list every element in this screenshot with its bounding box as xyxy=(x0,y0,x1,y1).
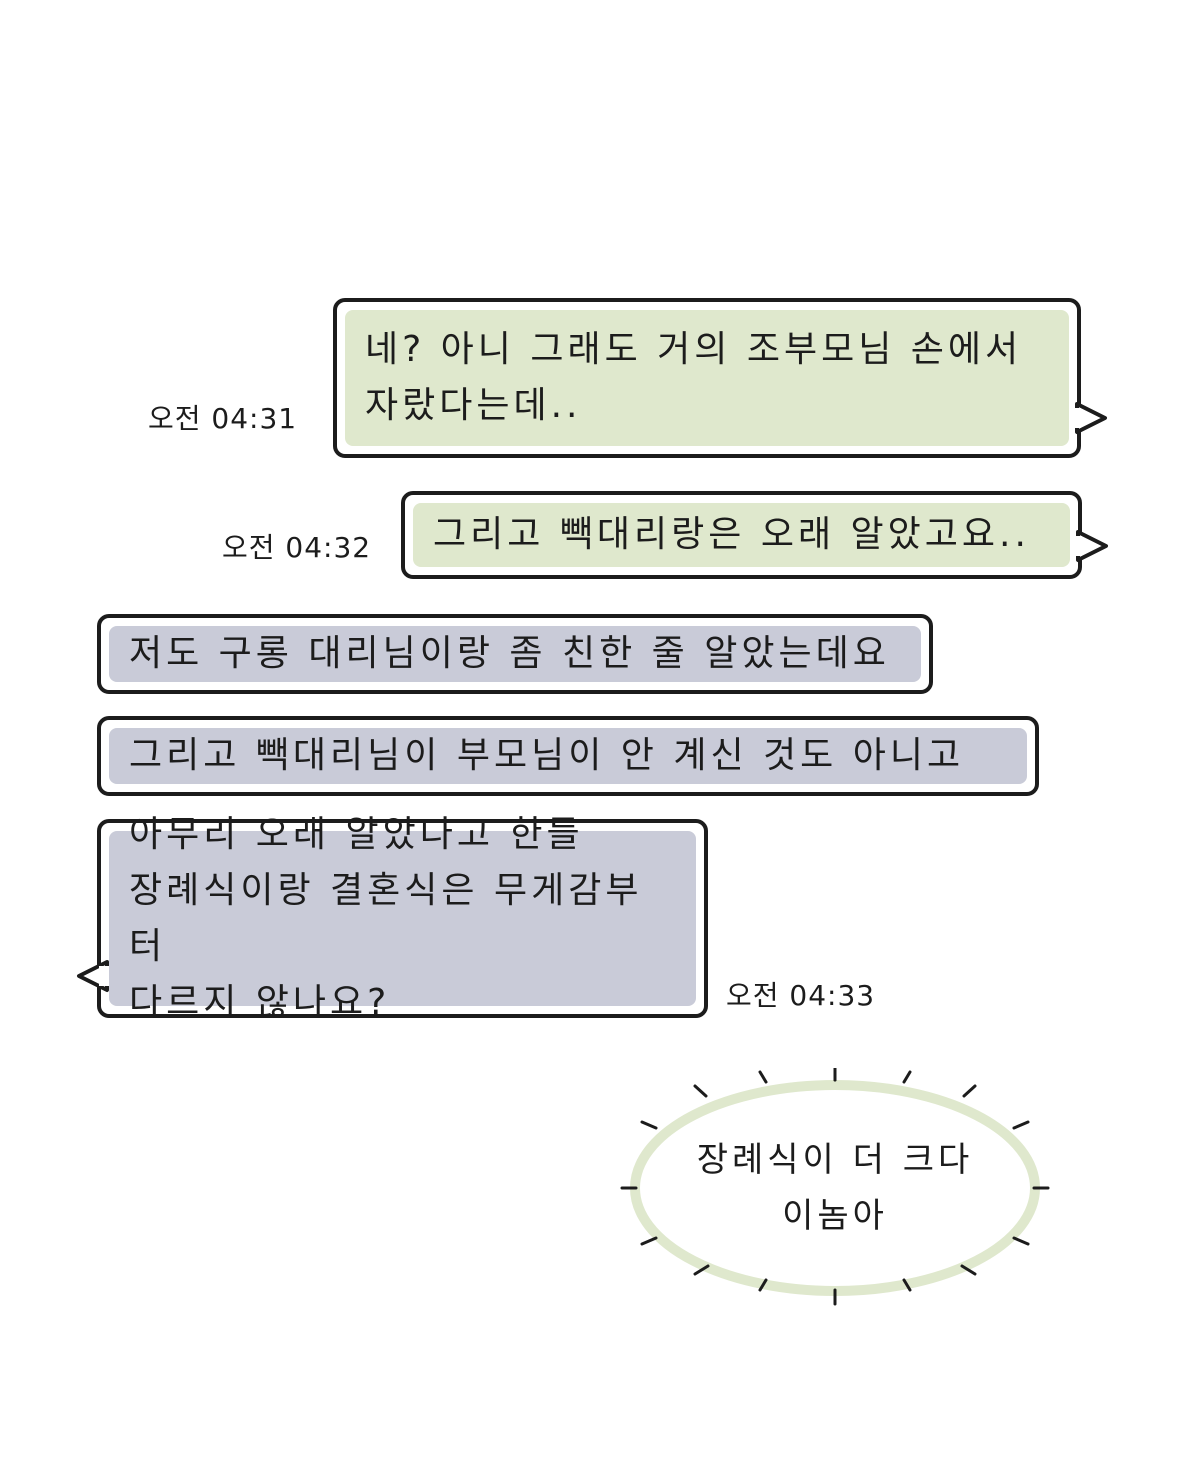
bubble-tail-right xyxy=(1074,530,1108,562)
message-text: 그리고 빽대리랑은 오래 알았고요.. xyxy=(413,503,1070,567)
thought-text: 장례식이 더 크다 이놈아 xyxy=(620,1128,1050,1248)
message-timestamp: 오전 04:33 xyxy=(726,979,876,1012)
bubble-tail-right xyxy=(1073,402,1107,434)
message-bubble-received: 저도 구롱 대리님이랑 좀 친한 줄 알았는데요 xyxy=(97,614,933,694)
message-text: 네? 아니 그래도 거의 조부모님 손에서 자랐다는데.. xyxy=(345,310,1069,446)
message-timestamp: 오전 04:31 xyxy=(148,402,298,435)
message-bubble-sent: 네? 아니 그래도 거의 조부모님 손에서 자랐다는데.. xyxy=(333,298,1081,458)
thought-line-1: 장례식이 더 크다 xyxy=(696,1140,974,1180)
message-text: 저도 구롱 대리님이랑 좀 친한 줄 알았는데요 xyxy=(109,626,921,682)
message-bubble-received: 아무리 오래 알았다고 한들 장례식이랑 결혼식은 무게감부터 다르지 않나요? xyxy=(97,814,708,1023)
message-bubble-received: 그리고 빽대리님이 부모님이 안 계신 것도 아니고 xyxy=(97,716,1039,796)
message-text: 아무리 오래 알았다고 한들 장례식이랑 결혼식은 무게감부터 다르지 않나요? xyxy=(109,814,696,1023)
thought-bubble xyxy=(620,1068,1050,1306)
thought-line-2: 이놈아 xyxy=(782,1196,888,1236)
message-text: 그리고 빽대리님이 부모님이 안 계신 것도 아니고 xyxy=(109,728,1027,784)
bubble-tail-left xyxy=(77,960,109,992)
message-bubble-sent: 그리고 빽대리랑은 오래 알았고요.. xyxy=(401,491,1082,579)
message-timestamp: 오전 04:32 xyxy=(222,531,372,564)
